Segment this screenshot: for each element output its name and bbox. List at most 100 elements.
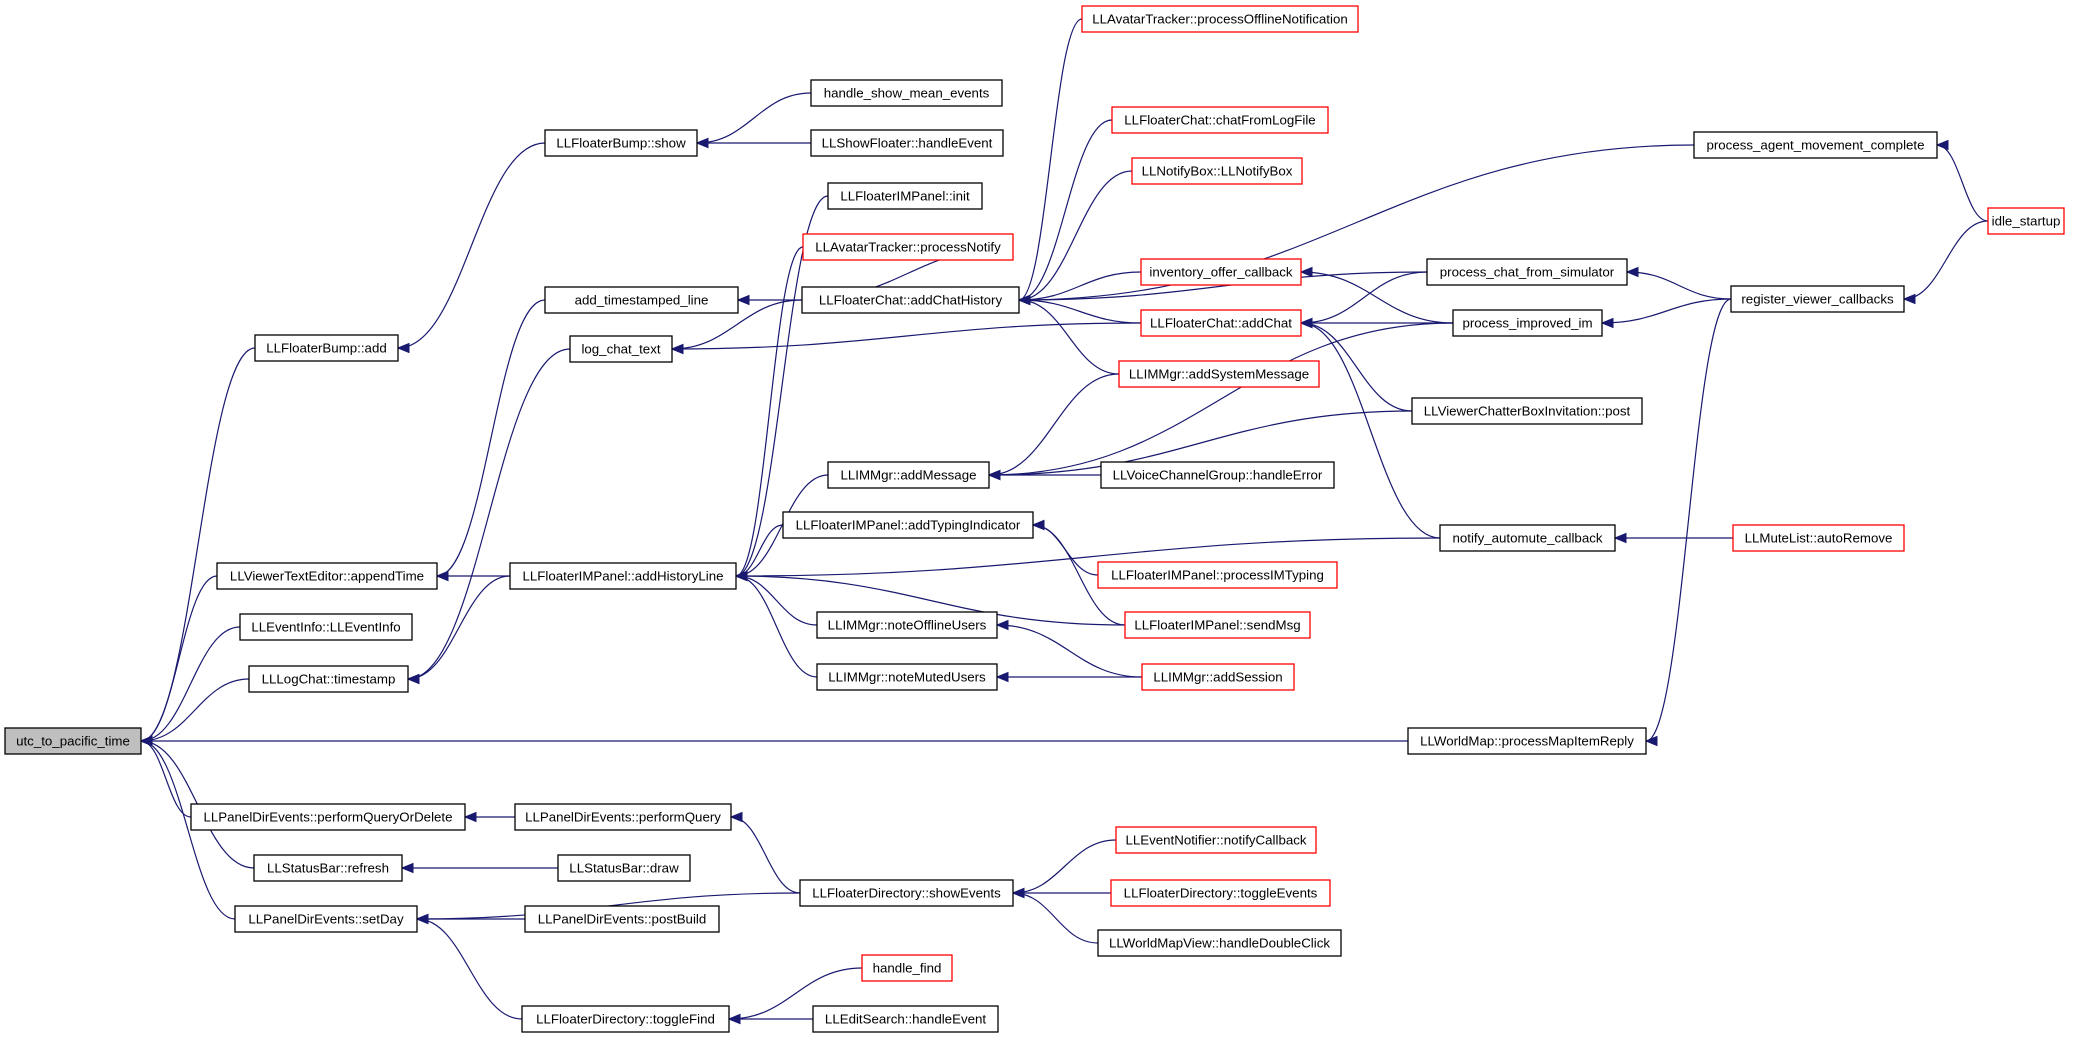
node-n4[interactable]: LLShowFloater::handleEvent	[810, 129, 1004, 157]
node-n0[interactable]: utc_to_pacific_time	[4, 727, 142, 755]
node-box[interactable]	[812, 1005, 999, 1033]
node-box[interactable]	[569, 335, 673, 363]
node-box[interactable]	[521, 1005, 730, 1033]
node-n3[interactable]: handle_show_mean_events	[810, 79, 1003, 107]
node-box[interactable]	[1110, 879, 1331, 907]
node-box[interactable]	[1732, 524, 1905, 552]
node-box[interactable]	[1140, 309, 1302, 337]
node-n6[interactable]: add_timestamped_line	[544, 286, 739, 314]
node-box[interactable]	[810, 129, 1004, 157]
node-box[interactable]	[799, 879, 1014, 907]
node-n22[interactable]: idle_startup	[1987, 207, 2065, 235]
node-n13[interactable]: LLPanelDirEvents::performQuery	[514, 803, 732, 831]
node-n38[interactable]: LLFloaterIMPanel::processIMTyping	[1097, 561, 1338, 589]
node-box[interactable]	[1693, 131, 1938, 159]
node-n17[interactable]: LLPanelDirEvents::setDay	[234, 905, 418, 933]
node-box[interactable]	[4, 727, 142, 755]
node-n48[interactable]: handle_find	[861, 954, 953, 982]
node-box[interactable]	[816, 663, 998, 691]
node-n18[interactable]: LLPanelDirEvents::postBuild	[524, 905, 720, 933]
node-n23[interactable]: LLAvatarTracker::processOfflineNotificat…	[1081, 5, 1359, 33]
node-n15[interactable]: LLStatusBar::refresh	[253, 854, 403, 882]
node-n40[interactable]: LLIMMgr::noteOfflineUsers	[816, 611, 998, 639]
node-box[interactable]	[1141, 663, 1295, 691]
node-box[interactable]	[816, 611, 998, 639]
node-n47[interactable]: LLWorldMapView::handleDoubleClick	[1097, 929, 1342, 957]
node-box[interactable]	[827, 461, 990, 489]
node-box[interactable]	[544, 286, 739, 314]
node-n29[interactable]: LLIMMgr::addSystemMessage	[1118, 360, 1320, 388]
node-box[interactable]	[248, 665, 409, 693]
node-box[interactable]	[1426, 258, 1628, 286]
node-n39[interactable]: LLFloaterIMPanel::sendMsg	[1124, 611, 1311, 639]
node-box[interactable]	[234, 905, 418, 933]
node-n30[interactable]: LLFloaterIMPanel::init	[827, 182, 983, 210]
node-box[interactable]	[216, 562, 438, 590]
node-box[interactable]	[514, 803, 732, 831]
node-n27[interactable]: inventory_offer_callback	[1140, 258, 1302, 286]
node-n28[interactable]: LLFloaterChat::addChat	[1140, 309, 1302, 337]
node-box[interactable]	[254, 334, 399, 362]
node-n43[interactable]: notify_automute_callback	[1439, 524, 1616, 552]
node-n41[interactable]: LLIMMgr::noteMutedUsers	[816, 663, 998, 691]
node-n10[interactable]: LLLogChat::timestamp	[248, 665, 409, 693]
node-n21[interactable]: register_viewer_callbacks	[1730, 285, 1905, 313]
node-n1[interactable]: LLFloaterBump::add	[254, 334, 399, 362]
node-n34[interactable]: LLViewerChatterBoxInvitation::post	[1411, 397, 1643, 425]
node-n7[interactable]: LLFloaterChat::addChatHistory	[801, 286, 1020, 314]
node-box[interactable]	[1411, 397, 1643, 425]
node-box[interactable]	[509, 562, 737, 590]
node-n49[interactable]: LLEditSearch::handleEvent	[812, 1005, 999, 1033]
node-n20[interactable]: LLWorldMap::processMapItemReply	[1407, 727, 1647, 755]
node-box[interactable]	[1081, 5, 1359, 33]
node-n33[interactable]: process_improved_im	[1452, 309, 1603, 337]
node-box[interactable]	[782, 511, 1034, 539]
node-n36[interactable]: LLVoiceChannelGroup::handleError	[1100, 461, 1335, 489]
node-n2[interactable]: LLFloaterBump::show	[544, 129, 698, 157]
node-n26[interactable]: LLAvatarTracker::processNotify	[802, 233, 1014, 261]
node-box[interactable]	[1140, 258, 1302, 286]
node-box[interactable]	[801, 286, 1020, 314]
node-n12[interactable]: LLPanelDirEvents::performQueryOrDelete	[190, 803, 466, 831]
node-n9[interactable]: LLEventInfo::LLEventInfo	[239, 613, 413, 641]
node-box[interactable]	[1111, 106, 1329, 134]
node-box[interactable]	[524, 905, 720, 933]
node-n45[interactable]: LLEventNotifier::notifyCallback	[1115, 826, 1317, 854]
node-n37[interactable]: LLFloaterIMPanel::addTypingIndicator	[782, 511, 1034, 539]
node-box[interactable]	[1452, 309, 1603, 337]
node-n42[interactable]: LLIMMgr::addSession	[1141, 663, 1295, 691]
node-n25[interactable]: LLNotifyBox::LLNotifyBox	[1131, 157, 1303, 185]
node-n24[interactable]: LLFloaterChat::chatFromLogFile	[1111, 106, 1329, 134]
node-box[interactable]	[1439, 524, 1616, 552]
node-box[interactable]	[1097, 561, 1338, 589]
node-n31[interactable]: process_agent_movement_complete	[1693, 131, 1938, 159]
node-n32[interactable]: process_chat_from_simulator	[1426, 258, 1628, 286]
node-box[interactable]	[1124, 611, 1311, 639]
node-n16[interactable]: LLStatusBar::draw	[557, 854, 691, 882]
node-n14[interactable]: LLFloaterDirectory::showEvents	[799, 879, 1014, 907]
node-box[interactable]	[827, 182, 983, 210]
node-box[interactable]	[1115, 826, 1317, 854]
node-n19[interactable]: LLFloaterDirectory::toggleFind	[521, 1005, 730, 1033]
node-n35[interactable]: LLIMMgr::addMessage	[827, 461, 990, 489]
node-n46[interactable]: LLFloaterDirectory::toggleEvents	[1110, 879, 1331, 907]
node-box[interactable]	[1131, 157, 1303, 185]
node-box[interactable]	[1097, 929, 1342, 957]
node-box[interactable]	[802, 233, 1014, 261]
node-n44[interactable]: LLMuteList::autoRemove	[1732, 524, 1905, 552]
node-box[interactable]	[1100, 461, 1335, 489]
node-box[interactable]	[1987, 207, 2065, 235]
node-n11[interactable]: log_chat_text	[569, 335, 673, 363]
node-n8[interactable]: LLFloaterIMPanel::addHistoryLine	[509, 562, 737, 590]
node-box[interactable]	[253, 854, 403, 882]
node-box[interactable]	[1407, 727, 1647, 755]
node-box[interactable]	[239, 613, 413, 641]
node-box[interactable]	[190, 803, 466, 831]
node-box[interactable]	[861, 954, 953, 982]
node-box[interactable]	[544, 129, 698, 157]
node-box[interactable]	[557, 854, 691, 882]
node-n5[interactable]: LLViewerTextEditor::appendTime	[216, 562, 438, 590]
node-box[interactable]	[1118, 360, 1320, 388]
node-box[interactable]	[810, 79, 1003, 107]
node-box[interactable]	[1730, 285, 1905, 313]
